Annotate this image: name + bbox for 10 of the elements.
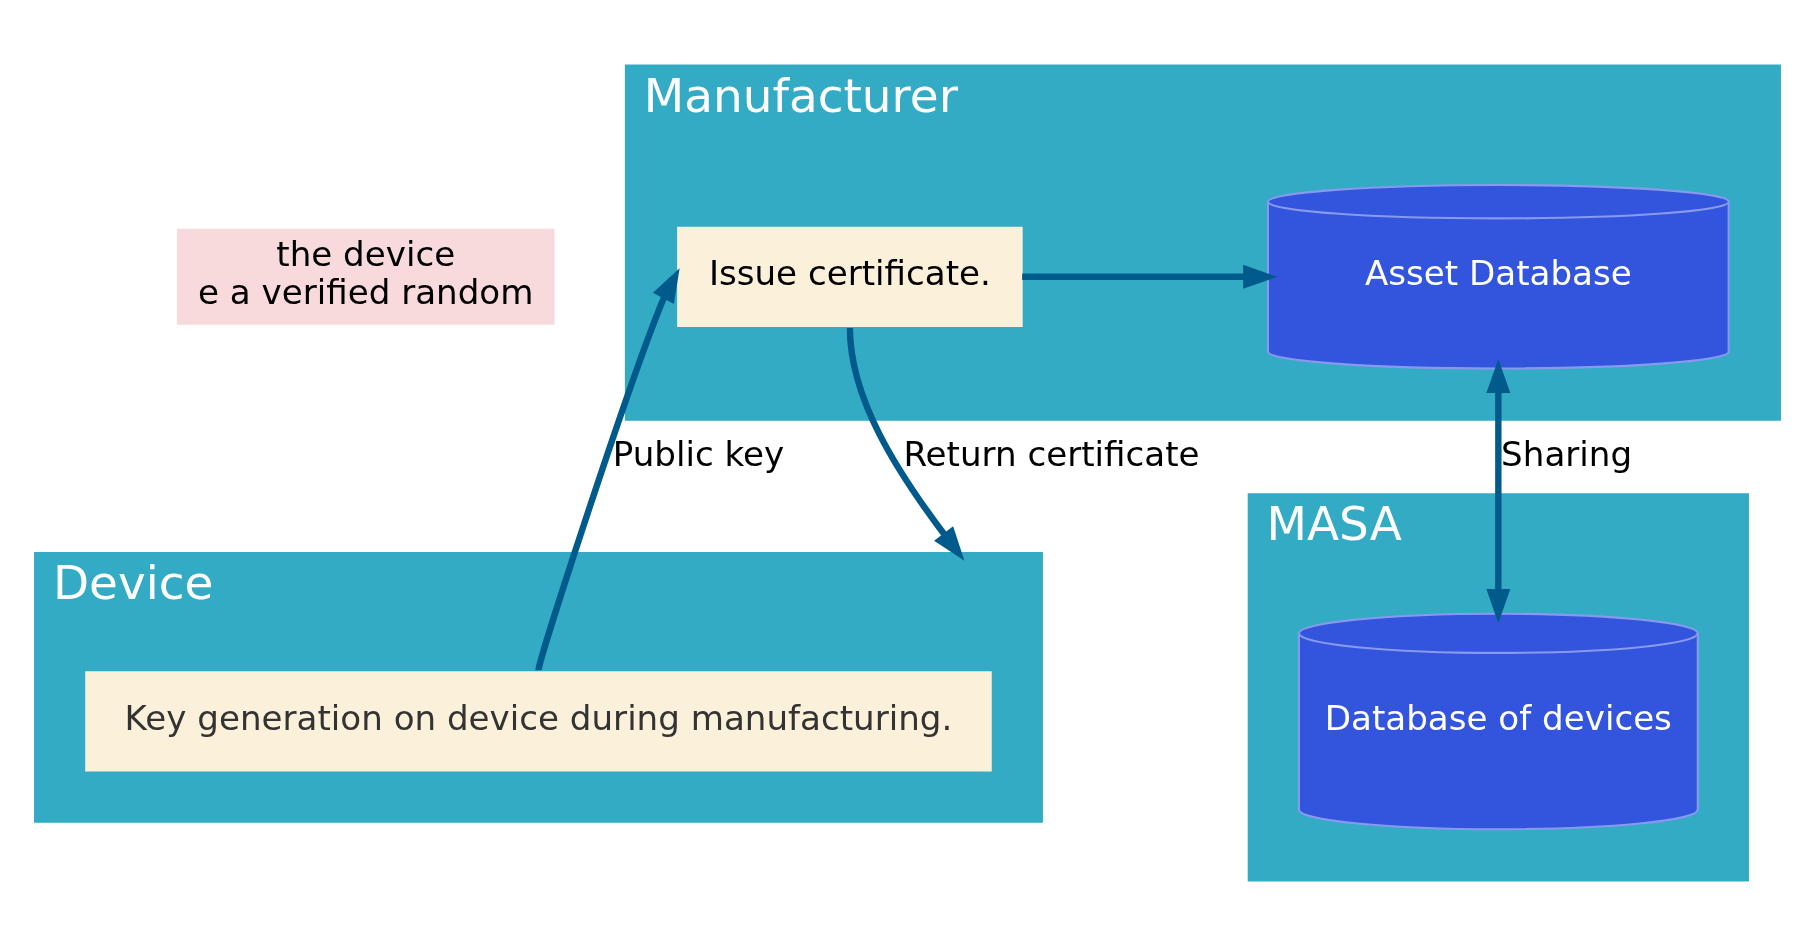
arrow [1021,264,1277,289]
edge-label: Return certificate [902,434,1200,475]
arrow [534,268,680,672]
node-box: the device e a verified random [176,228,554,325]
node-box: Issue certificate. [676,226,1023,327]
edge-label: Sharing [1500,434,1632,475]
edge-label: Public key [612,434,784,475]
arrow [1485,358,1510,624]
arrow [846,327,964,561]
node-box: Key generation on device during manufacturing. [84,671,992,772]
